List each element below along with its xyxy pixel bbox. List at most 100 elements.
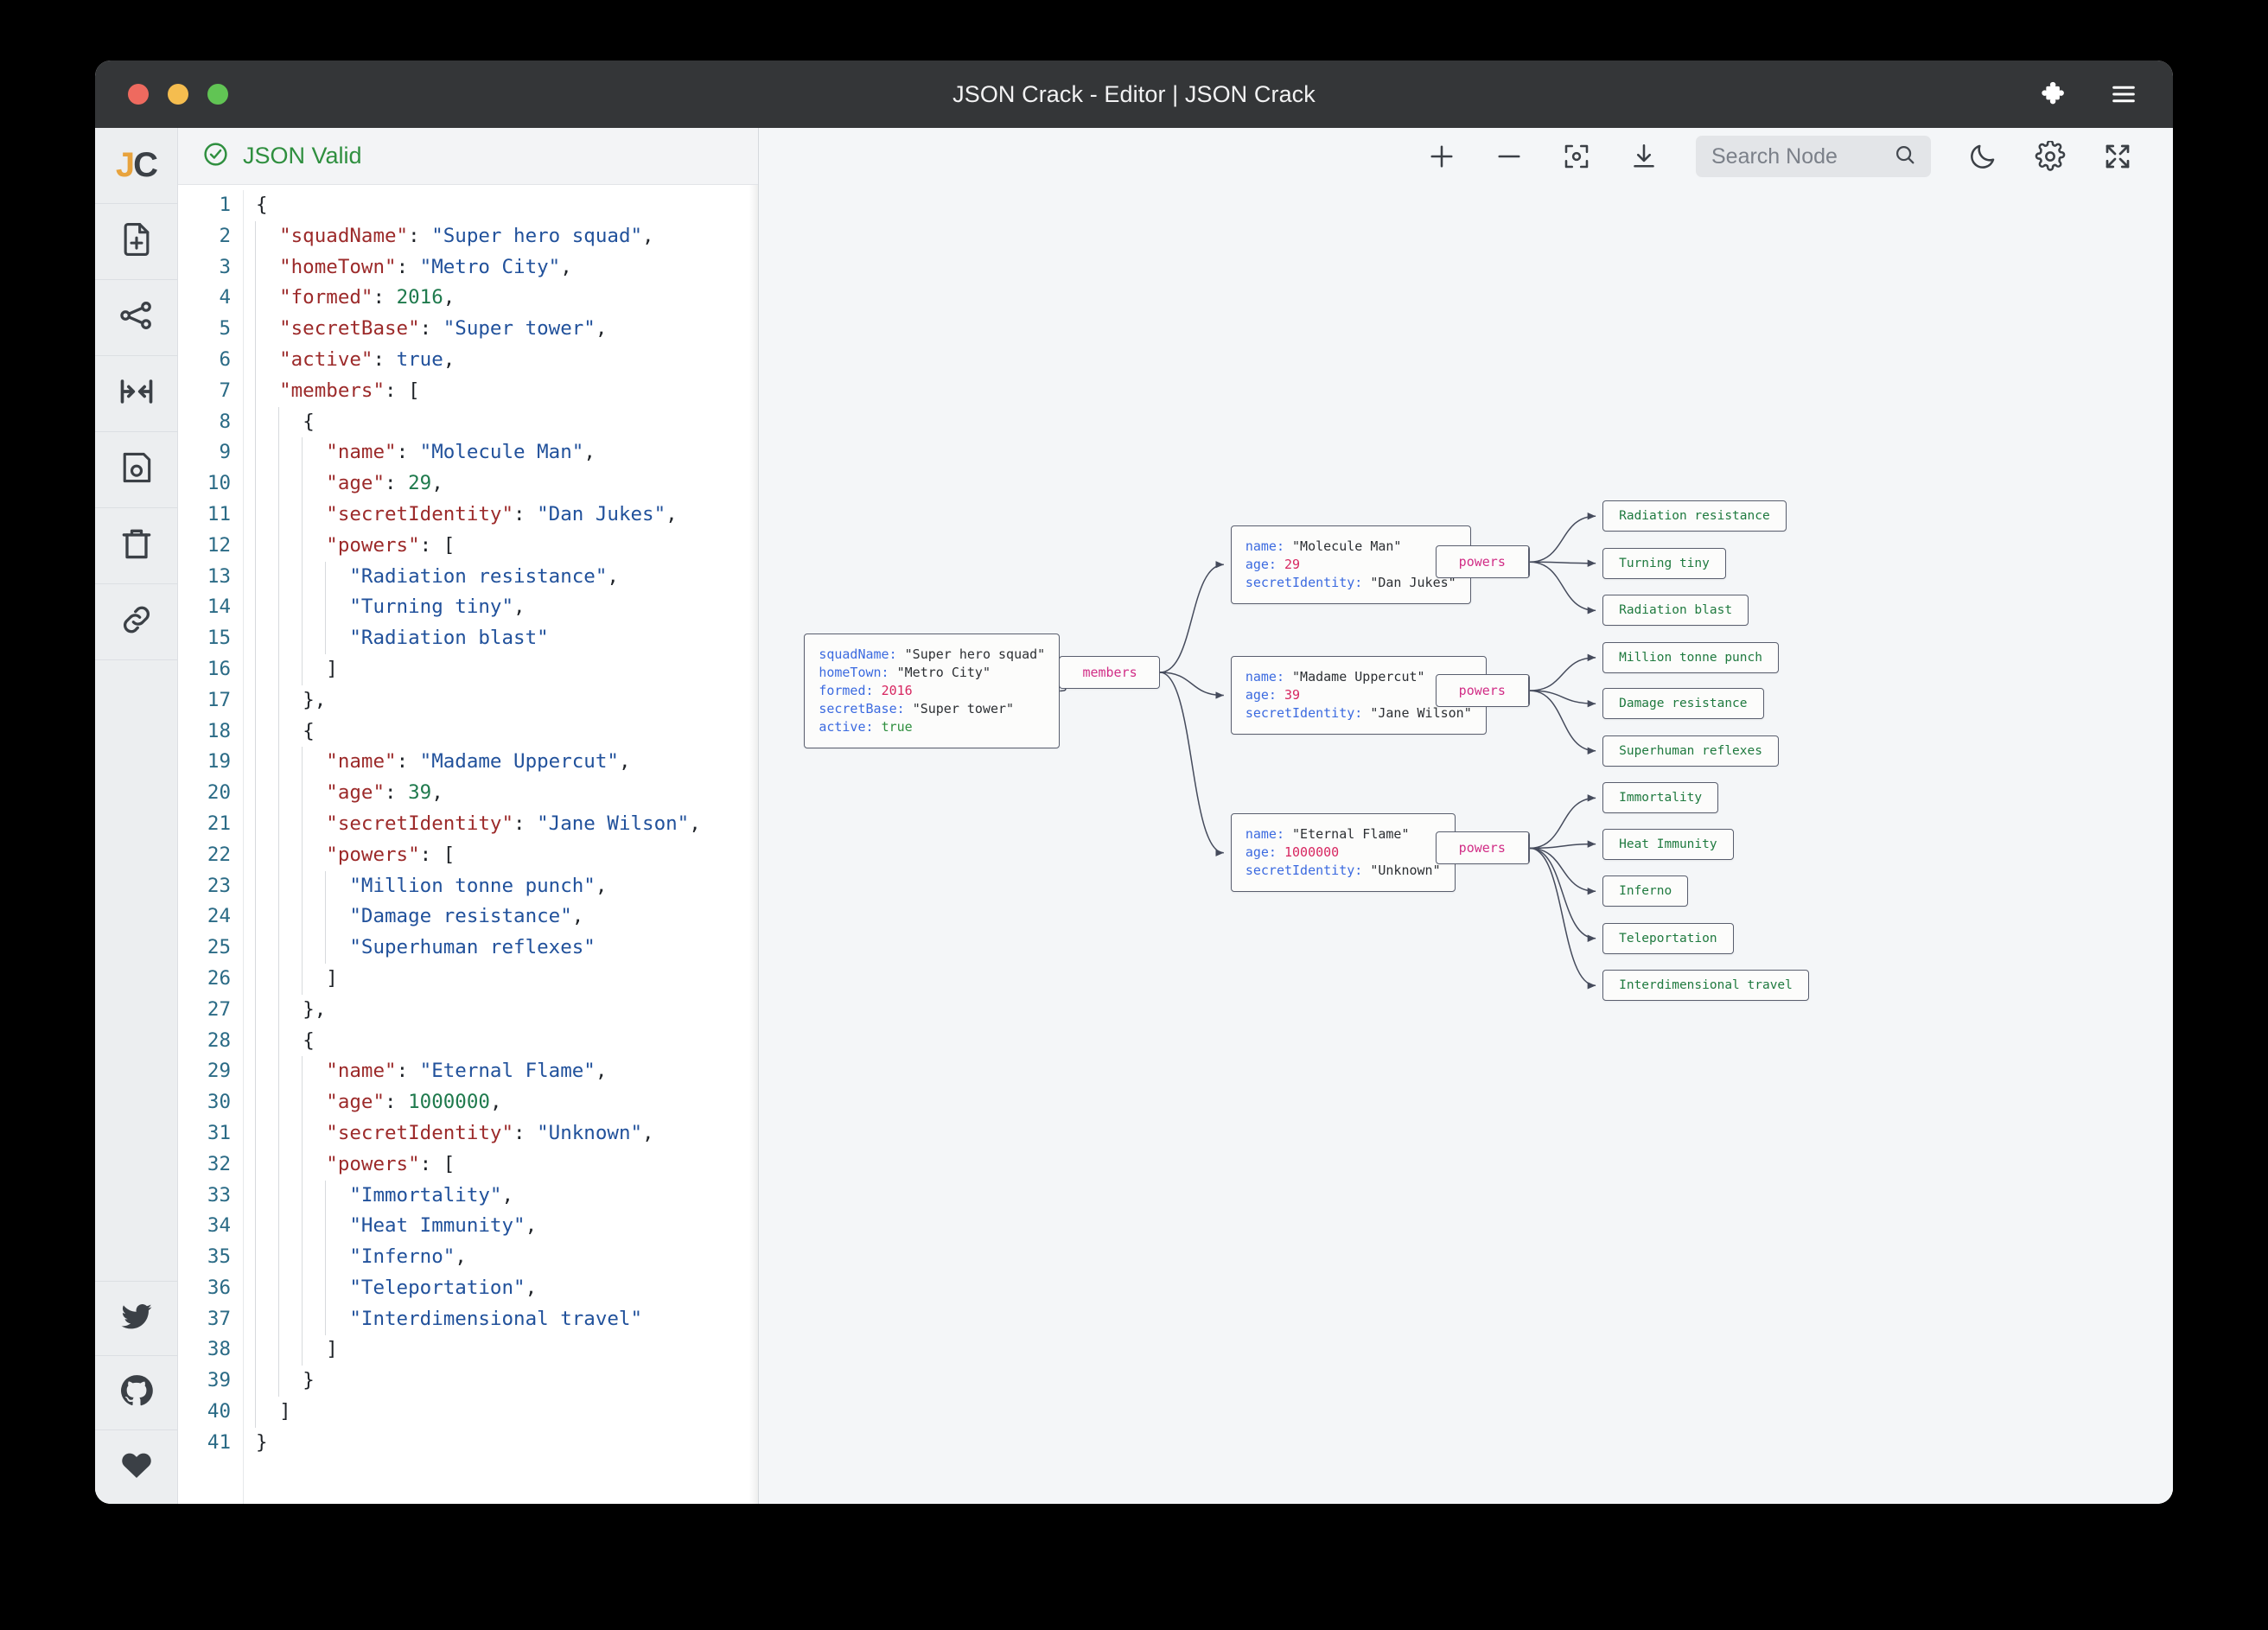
sidebar-item-collapse-expand[interactable] — [95, 356, 178, 432]
node-property-row: name: "Molecule Man" — [1245, 538, 1456, 556]
graph-leaf-node[interactable]: Immortality — [1602, 782, 1719, 814]
sidebar-item-share-graph[interactable] — [95, 280, 178, 356]
search-node-box[interactable] — [1696, 136, 1931, 177]
node-property-row: secretIdentity: "Dan Jukes" — [1245, 574, 1456, 592]
sidebar-item-save-file[interactable] — [95, 432, 178, 508]
code-line: "name": "Madame Uppercut", — [256, 747, 758, 778]
graph-leaf-node[interactable]: Superhuman reflexes — [1602, 735, 1779, 767]
graph-toolbar — [759, 128, 2173, 185]
node-property-row: name: "Eternal Flame" — [1245, 825, 1441, 844]
code-line: { — [256, 716, 758, 748]
minimize-window-button[interactable] — [168, 84, 188, 105]
line-number: 16 — [207, 657, 231, 680]
token-pun: , — [513, 595, 526, 619]
sidebar-item-delete[interactable] — [95, 508, 178, 584]
sidebar-item-twitter[interactable] — [95, 1281, 178, 1355]
trash-icon — [118, 525, 156, 567]
zoom-out-icon[interactable] — [1494, 141, 1525, 172]
graph-edge — [1529, 840, 1596, 850]
token-str: "Eternal Flame" — [419, 1060, 596, 1083]
close-window-button[interactable] — [128, 84, 149, 105]
token-pun: , — [525, 1276, 538, 1299]
node-property-key: secretIdentity: — [1245, 863, 1363, 879]
token-str: "Radiation blast" — [349, 627, 549, 650]
line-number: 3 — [219, 255, 231, 278]
moon-icon[interactable] — [1967, 141, 1998, 172]
token-pun: : — [385, 1091, 409, 1114]
token-key: "secretBase" — [279, 317, 420, 341]
graph-leaf-node[interactable]: Radiation blast — [1602, 595, 1749, 627]
graph-leaf-node[interactable]: Radiation resistance — [1602, 500, 1787, 532]
line-number: 8 — [219, 410, 231, 433]
graph-edge — [1529, 653, 1596, 691]
hamburger-menu-icon[interactable] — [2109, 80, 2138, 109]
graph-parent-node[interactable]: members — [1059, 656, 1160, 689]
graph-leaf-node[interactable]: Inferno — [1602, 875, 1689, 907]
token-key: "secretIdentity" — [326, 502, 514, 525]
node-property-row: secretIdentity: "Unknown" — [1245, 862, 1441, 880]
line-number: 6 — [219, 347, 231, 371]
graph-edge — [1159, 672, 1224, 856]
collapse-node-button[interactable] — [1527, 832, 1529, 864]
indent-guide — [302, 747, 303, 995]
search-icon[interactable] — [1893, 143, 1917, 171]
code-line: "powers": [ — [256, 1149, 758, 1181]
collapse-node-button[interactable] — [1527, 546, 1529, 578]
code-content[interactable]: { "squadName": "Super hero squad", "home… — [244, 190, 758, 1504]
graph-parent-node[interactable]: powers — [1435, 831, 1530, 865]
token-pun: : — [513, 812, 538, 835]
search-node-input[interactable] — [1711, 143, 1884, 169]
code-line: }, — [256, 995, 758, 1026]
puzzle-extension-icon[interactable] — [2036, 80, 2066, 109]
sidebar-item-new-file[interactable] — [95, 204, 178, 280]
graph-parent-node[interactable]: powers — [1435, 545, 1530, 579]
graph-object-node[interactable]: squadName: "Super hero squad"homeTown: "… — [804, 633, 1061, 748]
token-pun: : — [385, 472, 409, 495]
token-pun: , — [455, 1245, 467, 1269]
graph-leaf-node[interactable]: Teleportation — [1602, 922, 1734, 954]
node-property-row: name: "Madame Uppercut" — [1245, 668, 1472, 686]
token-str: "Dan Jukes" — [537, 502, 666, 525]
token-num: 2016 — [396, 286, 443, 309]
line-number: 20 — [207, 781, 231, 805]
twitter-icon — [118, 1298, 155, 1339]
line-number: 5 — [219, 317, 231, 341]
zoom-in-icon[interactable] — [1426, 141, 1457, 172]
sidebar-item-sponsor[interactable] — [95, 1429, 178, 1504]
token-pun: }, — [303, 688, 327, 711]
graph-leaf-node[interactable]: Damage resistance — [1602, 688, 1764, 720]
fullscreen-icon[interactable] — [2102, 141, 2133, 172]
node-property-key: squadName: — [819, 646, 897, 662]
graph-leaf-node[interactable]: Turning tiny — [1602, 547, 1726, 579]
sidebar-item-copy-link[interactable] — [95, 584, 178, 660]
graph-parent-node[interactable]: powers — [1435, 674, 1530, 708]
token-pun: { — [303, 719, 315, 742]
code-line: "Damage resistance", — [256, 901, 758, 933]
token-pun: , — [583, 441, 596, 464]
token-pun: : [ — [419, 533, 456, 557]
line-number: 41 — [207, 1430, 231, 1454]
maximize-window-button[interactable] — [207, 84, 228, 105]
collapse-node-button[interactable] — [1527, 675, 1529, 707]
node-property-key: secretBase: — [819, 700, 905, 716]
graph-leaf-node[interactable]: Million tonne punch — [1602, 641, 1779, 673]
token-str: "Immortality" — [349, 1183, 502, 1207]
gear-icon[interactable] — [2035, 139, 2066, 172]
node-property-value: "Madame Uppercut" — [1292, 669, 1425, 684]
download-icon[interactable] — [1628, 141, 1660, 172]
graph-leaf-node[interactable]: Heat Immunity — [1602, 828, 1734, 860]
sidebar-item-github[interactable] — [95, 1355, 178, 1429]
focus-center-icon[interactable] — [1561, 141, 1592, 172]
token-pun: ] — [279, 1400, 291, 1423]
graph-canvas[interactable]: squadName: "Super hero squad"homeTown: "… — [759, 185, 2173, 1504]
line-number: 36 — [207, 1276, 231, 1299]
token-pun: ] — [326, 657, 338, 680]
line-number: 2 — [219, 224, 231, 247]
github-icon — [118, 1372, 155, 1413]
token-pun: , — [595, 874, 608, 897]
graph-leaf-node[interactable]: Interdimensional travel — [1602, 970, 1809, 1002]
